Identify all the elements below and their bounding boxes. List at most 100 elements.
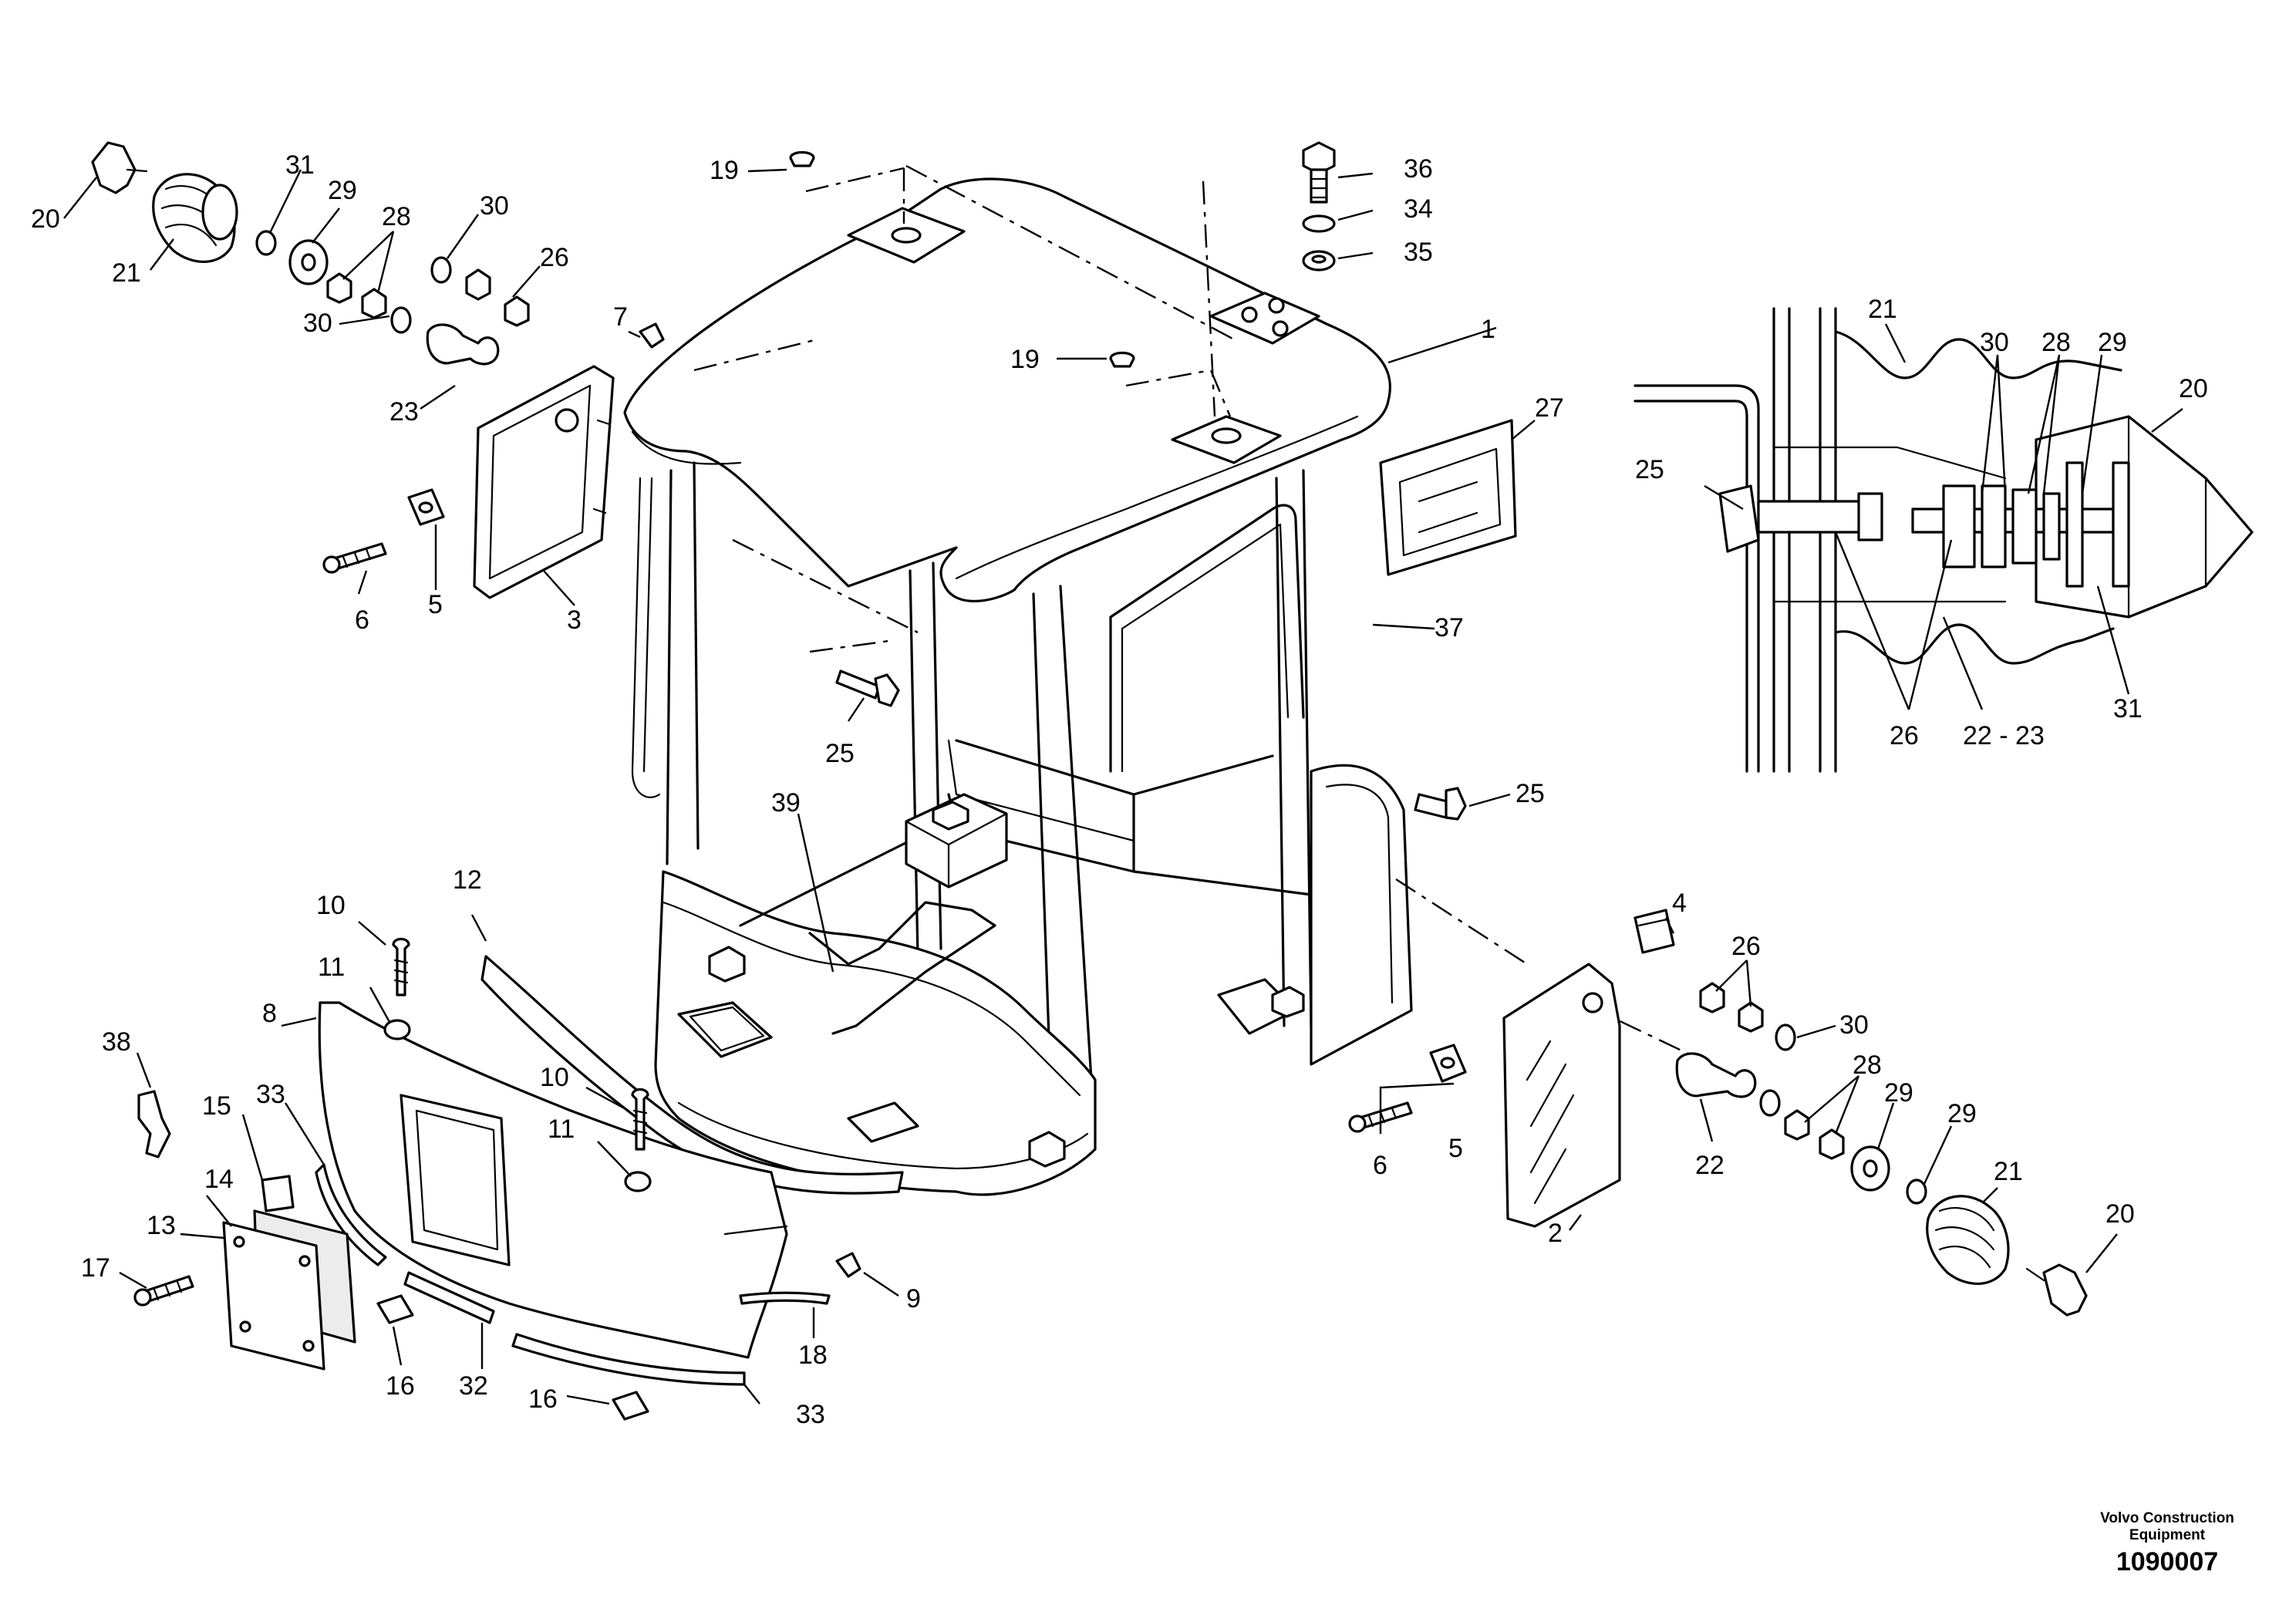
seal-strip-18 <box>739 1291 831 1305</box>
trim-strip-12 <box>480 955 904 1195</box>
callout: 19 <box>710 156 739 185</box>
lock-washer-31b <box>1906 1179 1927 1205</box>
callout: 33 <box>256 1080 285 1109</box>
floor-mat <box>808 901 996 1035</box>
mount-detail-view <box>1633 307 2254 773</box>
front-panel-8 <box>318 1001 788 1359</box>
callout: 20 <box>2179 374 2208 403</box>
washer-30d <box>1759 1089 1781 1117</box>
callout: 28 <box>382 202 411 231</box>
detail-bolt-25 <box>1718 484 1760 553</box>
clip-nut-16b <box>612 1391 649 1421</box>
callout: 11 <box>548 1114 575 1144</box>
console-bolt <box>932 801 969 831</box>
mount-hardware-top-left <box>91 141 665 599</box>
plug-7 <box>639 322 665 349</box>
bracket-23 <box>426 323 500 366</box>
nut-28d <box>1819 1128 1845 1160</box>
callout: 6 <box>355 605 369 635</box>
nut-28a <box>326 272 352 304</box>
cab-roof <box>623 177 1392 603</box>
roof-hatch-plate <box>1209 292 1320 345</box>
clip-nut-4 <box>1633 909 1675 954</box>
washer-30c <box>1775 1023 1796 1051</box>
callout: 35 <box>1404 238 1433 267</box>
cab-lower-body <box>654 870 1097 1196</box>
callout: 16 <box>528 1384 558 1414</box>
callout: 1 <box>1481 315 1495 344</box>
clip-nut-16a <box>376 1294 414 1324</box>
callout-numbers: 20 21 31 29 28 30 26 30 23 7 6 5 3 19 19… <box>31 150 2208 1429</box>
mount-hardware-bottom-right <box>835 909 2088 1317</box>
leader-lines <box>63 168 2183 1405</box>
callout: 26 <box>1731 932 1761 961</box>
callout: 36 <box>1404 154 1433 184</box>
bolt-25b <box>1414 793 1451 819</box>
callout: 26 <box>540 243 569 272</box>
callout: 34 <box>1404 194 1433 224</box>
callout: 29 <box>1884 1078 1913 1108</box>
nut-26d <box>1738 1001 1764 1033</box>
cab-corner-bolt <box>1028 1131 1066 1168</box>
clip-38 <box>137 1090 171 1158</box>
callout: 21 <box>1994 1157 2023 1186</box>
callout: 22 <box>1695 1151 1725 1180</box>
callout: 20 <box>31 204 60 234</box>
callout: 8 <box>262 999 277 1028</box>
plug-9 <box>835 1252 861 1278</box>
cover-13 <box>222 1221 325 1371</box>
seal-strip-33a <box>315 1163 387 1266</box>
washer-11a <box>383 1019 411 1040</box>
nut-26c <box>1699 982 1725 1013</box>
washer-11b <box>624 1171 652 1192</box>
callout: 9 <box>906 1284 921 1313</box>
callout: 15 <box>202 1091 231 1121</box>
cab-corner-bolt <box>1271 986 1305 1018</box>
bracket-22 <box>1675 1052 1757 1098</box>
callout: 31 <box>2113 694 2143 723</box>
nut-28b <box>361 288 387 319</box>
bolt-25a <box>835 669 881 700</box>
callout: 29 <box>2098 328 2127 357</box>
callout: 2 <box>1548 1219 1563 1248</box>
callout: 21 <box>112 258 141 288</box>
screw-10a <box>392 937 410 996</box>
front-panels <box>133 937 904 1421</box>
callout: 25 <box>1515 779 1545 808</box>
washer-30b <box>430 256 452 284</box>
cab-mount-cone-20b <box>2042 1263 2088 1317</box>
callout: 10 <box>540 1063 569 1092</box>
callout: 31 <box>285 150 315 180</box>
callout: 5 <box>428 590 443 619</box>
callout: 21 <box>1868 295 1897 324</box>
callout: 12 <box>453 865 482 895</box>
cap-19b <box>1109 351 1135 368</box>
callout: 28 <box>2041 328 2071 357</box>
floor-plate-left <box>677 1001 773 1058</box>
mount-plate-3 <box>473 365 615 599</box>
callout: 13 <box>147 1211 176 1240</box>
callout: 6 <box>1373 1151 1387 1180</box>
panel-window <box>400 1094 511 1266</box>
callout: 11 <box>318 953 345 982</box>
callout: 18 <box>798 1340 828 1370</box>
brand-label: Volvo Construction Equipment <box>2100 1510 2234 1543</box>
washer-34 <box>1302 214 1336 233</box>
floor-plate-mid <box>847 1101 919 1143</box>
callout: 3 <box>567 605 582 635</box>
callout: 38 <box>102 1027 131 1057</box>
callout: 22 - 23 <box>1963 721 2045 750</box>
callout: 30 <box>480 191 509 221</box>
callout: 5 <box>1448 1134 1463 1163</box>
nut-26b <box>504 295 530 327</box>
rubber-bellows-21b <box>1926 1195 2010 1285</box>
callout: 4 <box>1672 889 1687 918</box>
cab-frame <box>623 177 1413 1196</box>
cap-19a <box>789 150 815 167</box>
seal-strip-32 <box>403 1271 495 1324</box>
callout: 37 <box>1435 613 1464 642</box>
nut-26a <box>465 268 491 301</box>
callout: 10 <box>316 891 346 920</box>
roof-hardware <box>789 141 1517 821</box>
